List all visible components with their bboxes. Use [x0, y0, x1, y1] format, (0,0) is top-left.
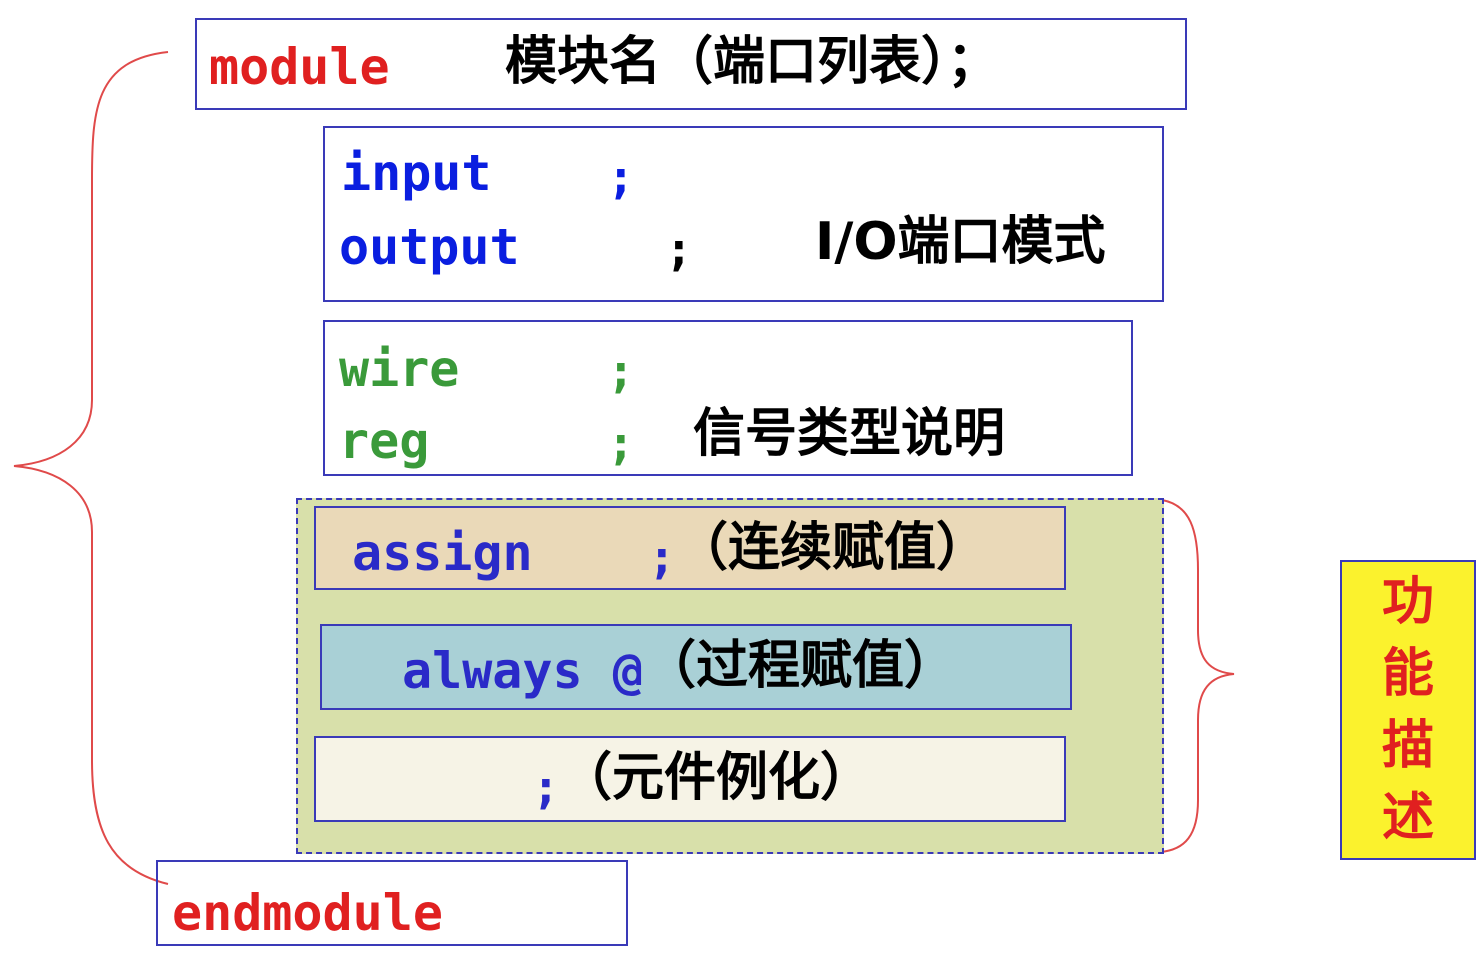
always-box: always @ （过程赋值）	[320, 624, 1072, 710]
endmodule-box: endmodule	[156, 860, 628, 946]
side-label-char-4: 述	[1381, 788, 1434, 848]
signal-type-label: 信号类型说明	[693, 404, 1006, 464]
reg-semicolon: ;	[607, 416, 635, 470]
instance-text: （元件例化）	[560, 748, 873, 808]
reg-keyword: reg	[339, 412, 430, 470]
function-description-label: 功 能 描 述	[1340, 560, 1476, 860]
signal-type-box: wire ; reg ; 信号类型说明	[323, 320, 1133, 476]
always-keyword: always @	[402, 642, 643, 700]
assign-keyword: assign	[352, 524, 533, 582]
assign-text: （连续赋值）	[676, 518, 989, 578]
assign-semicolon: ;	[648, 530, 676, 584]
input-semicolon: ;	[607, 150, 635, 204]
instance-box: ; （元件例化）	[314, 736, 1066, 822]
always-text: （过程赋值）	[644, 636, 957, 696]
instance-semicolon: ;	[532, 760, 560, 814]
output-keyword: output	[339, 218, 520, 276]
left-curly-brace	[13, 51, 169, 885]
module-header-box: module 模块名（端口列表）；	[195, 18, 1187, 110]
right-curly-brace	[1159, 499, 1235, 853]
side-label-char-3: 描	[1381, 716, 1434, 776]
output-semicolon: ;	[665, 222, 693, 276]
wire-keyword: wire	[339, 340, 460, 398]
side-label-char-1: 功	[1381, 572, 1434, 632]
wire-semicolon: ;	[607, 344, 635, 398]
io-port-label: I/O端口模式	[815, 212, 1106, 272]
input-keyword: input	[341, 144, 492, 202]
module-header-text: 模块名（端口列表）；	[505, 32, 1000, 92]
endmodule-keyword: endmodule	[172, 884, 443, 942]
io-port-box: input ; output ; I/O端口模式	[323, 126, 1164, 302]
side-label-char-2: 能	[1381, 644, 1434, 704]
module-keyword: module	[209, 38, 390, 96]
assign-box: assign ; （连续赋值）	[314, 506, 1066, 590]
